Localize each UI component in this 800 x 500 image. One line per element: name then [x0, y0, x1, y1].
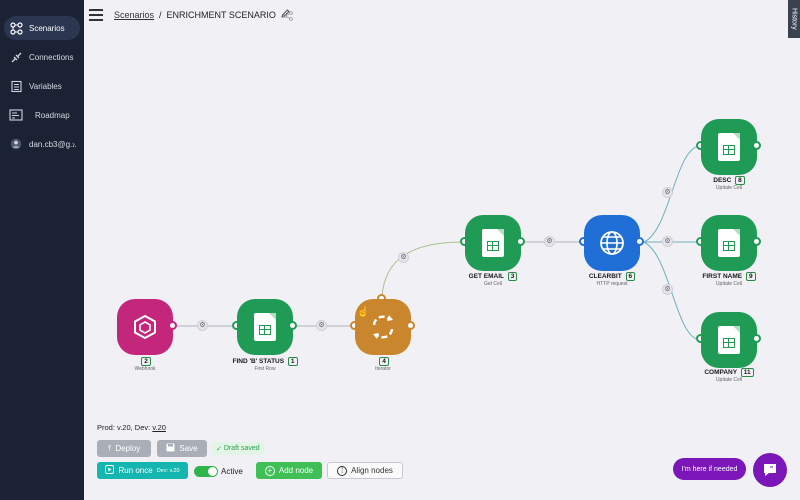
- add-node-label: Add node: [278, 466, 314, 475]
- chevron-right-icon: ›: [72, 139, 75, 149]
- output-port[interactable]: [516, 237, 525, 246]
- google-sheets-icon: [465, 215, 521, 271]
- edge-settings-icon[interactable]: ⚙: [662, 284, 673, 295]
- deploy-button[interactable]: ⤒ Deploy: [97, 440, 151, 457]
- sidebar-item-account[interactable]: dan.cb3@g... ›: [4, 132, 80, 156]
- plug-icon: [9, 50, 23, 64]
- output-port[interactable]: [752, 237, 761, 246]
- dev-version-link[interactable]: v.20: [152, 423, 166, 432]
- edge-settings-icon[interactable]: ⚙: [316, 320, 327, 331]
- help-message-pill[interactable]: I'm here if needed: [673, 458, 746, 480]
- version-info: Prod: v.20, Dev: v.20: [97, 423, 166, 432]
- node-find-status-label: FIND 'B' STATUS 1: [210, 357, 320, 366]
- roadmap-icon: [9, 108, 23, 122]
- globe-icon: [584, 215, 640, 271]
- webhook-icon: [117, 299, 173, 355]
- sidebar-item-variables[interactable]: Variables: [4, 74, 80, 98]
- node-first-name-subtitle: Update Cell: [715, 281, 743, 287]
- plus-icon: +: [264, 465, 275, 476]
- output-port[interactable]: [406, 321, 415, 330]
- output-port[interactable]: [752, 334, 761, 343]
- node-clearbit-label: CLEARBIT 6: [557, 272, 667, 281]
- node-webhook-label: 2: [90, 357, 200, 366]
- sidebar-item-label: Variables: [29, 81, 62, 91]
- sidebar-item-label: dan.cb3@g...: [29, 139, 77, 149]
- sidebar-item-roadmap[interactable]: Roadmap: [4, 103, 80, 127]
- sidebar-item-connections[interactable]: Connections: [4, 45, 80, 69]
- node-company-subtitle: Update Cell: [715, 377, 743, 383]
- edge-settings-icon[interactable]: ⚙: [197, 320, 208, 331]
- list-icon: [9, 79, 23, 93]
- edge-settings-icon[interactable]: ⚙: [544, 236, 555, 247]
- save-icon: [166, 443, 175, 454]
- edge-settings-icon[interactable]: ⚙: [398, 252, 409, 263]
- upload-icon: ⤒: [107, 443, 112, 453]
- sidebar-item-label: Scenarios: [29, 23, 65, 33]
- user-icon: [9, 137, 23, 151]
- add-node-button[interactable]: + Add node: [256, 462, 322, 479]
- node-first-name-label: FIRST NAME 9: [674, 272, 784, 281]
- google-sheets-icon: [701, 215, 757, 271]
- edge-settings-icon[interactable]: ⚙: [662, 187, 673, 198]
- sidebar-item-label: Connections: [29, 52, 74, 62]
- breadcrumb-scenarios-link[interactable]: Scenarios: [114, 9, 155, 20]
- page-title: ENRICHMENT SCENARIO: [166, 9, 276, 20]
- save-button[interactable]: Save: [157, 440, 207, 457]
- run-once-label: Run once: [118, 466, 153, 475]
- align-nodes-button[interactable]: ⁞ Align nodes: [327, 462, 403, 479]
- active-label: Active: [221, 467, 243, 476]
- google-sheets-icon: [701, 119, 757, 175]
- deploy-label: Deploy: [115, 444, 141, 453]
- run-icon: [105, 465, 115, 476]
- menu-icon[interactable]: [89, 9, 103, 21]
- node-get-email-subtitle: Get Cell: [483, 281, 503, 287]
- draft-saved-badge: ✓ Draft saved: [212, 442, 264, 455]
- align-icon: ⁞: [337, 465, 348, 476]
- node-desc-subtitle: Update Cell: [715, 185, 743, 191]
- google-sheets-icon: [701, 312, 757, 368]
- sidebar: Scenarios Connections Variables Roadmap …: [0, 0, 84, 500]
- run-once-dev-version: Dev: v.20: [156, 467, 180, 474]
- sidebar-item-label: Roadmap: [35, 110, 70, 120]
- node-iterator-label: 4: [328, 357, 438, 366]
- share-icon[interactable]: [283, 8, 293, 26]
- breadcrumb-separator: /: [159, 9, 162, 20]
- align-nodes-label: Align nodes: [351, 466, 393, 475]
- node-webhook-subtitle: Webhook: [134, 366, 156, 372]
- check-icon: ✓: [216, 445, 222, 453]
- edge-settings-icon[interactable]: ⚙: [662, 236, 673, 247]
- scenarios-icon: [9, 21, 23, 35]
- output-port[interactable]: [168, 321, 177, 330]
- iterator-icon: [355, 299, 411, 355]
- output-port[interactable]: [288, 321, 297, 330]
- node-company-label: COMPANY 11: [674, 368, 784, 377]
- hand-cursor-icon: ☝: [357, 307, 370, 318]
- node-iterator-subtitle: Iterator: [375, 366, 391, 372]
- sidebar-item-scenarios[interactable]: Scenarios: [4, 16, 80, 40]
- active-toggle[interactable]: [194, 466, 218, 477]
- node-desc-label: DESC 8: [674, 176, 784, 185]
- output-port[interactable]: [752, 141, 761, 150]
- google-sheets-icon: [237, 299, 293, 355]
- output-port[interactable]: [635, 237, 644, 246]
- save-label: Save: [179, 444, 198, 453]
- node-find-status-subtitle: First Row: [254, 366, 276, 372]
- node-clearbit-subtitle: HTTP request: [596, 281, 628, 287]
- chat-bubble-icon[interactable]: [753, 453, 787, 487]
- node-get-email-label: GET EMAIL 3: [438, 272, 548, 281]
- history-tab[interactable]: History: [788, 0, 800, 38]
- draft-saved-label: Draft saved: [223, 445, 260, 452]
- prod-dev-version: Prod: v.20, Dev:: [97, 423, 153, 432]
